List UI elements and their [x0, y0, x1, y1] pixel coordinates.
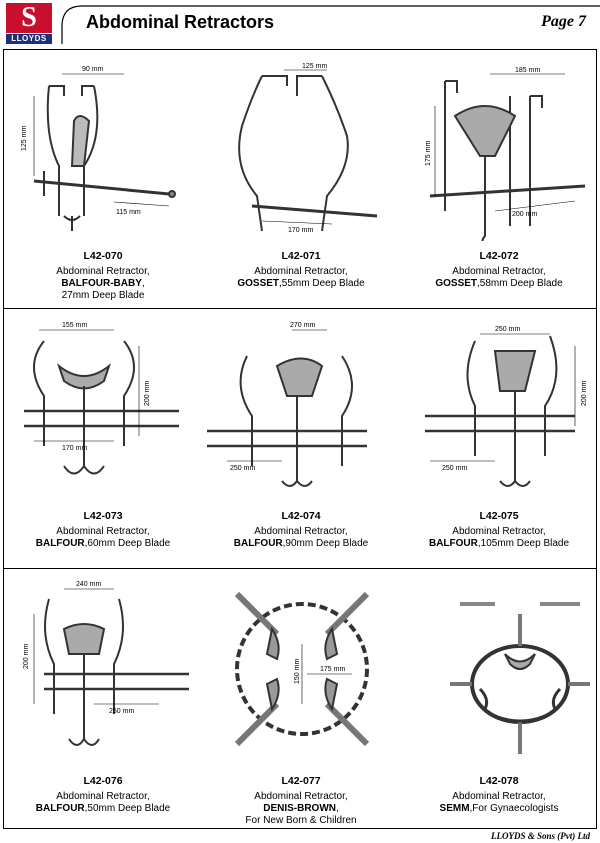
- product-spec: ,: [336, 803, 339, 814]
- product-type: Abdominal Retractor,: [452, 526, 546, 537]
- product-model: BALFOUR: [35, 538, 85, 549]
- product-image-l42-072: 185 mm 175 mm 200 mm: [400, 56, 598, 241]
- product-type: Abdominal Retractor,: [254, 791, 348, 802]
- product-image-l42-071: 125 mm 170 mm: [202, 56, 400, 241]
- dimension-label: 270 mm: [290, 322, 315, 329]
- dimension-label: 125 mm: [302, 63, 327, 70]
- product-image-l42-075: 250 mm 200 mm 250 mm: [400, 316, 598, 501]
- product-spec: ,For Gynaecologists: [469, 803, 559, 814]
- dimension-label: 115 mm: [116, 209, 141, 216]
- product-model: SEMM: [439, 803, 470, 814]
- product-caption: L42-071 Abdominal Retractor, GOSSET,55mm…: [202, 250, 400, 290]
- product-caption: L42-075 Abdominal Retractor, BALFOUR,105…: [400, 510, 598, 550]
- dimension-label: 185 mm: [515, 67, 540, 74]
- product-model: GOSSET: [237, 278, 280, 289]
- product-image-l42-078: [400, 574, 598, 764]
- product-spec: ,50mm Deep Blade: [84, 803, 171, 814]
- dimension-label: 170 mm: [62, 445, 87, 452]
- header-frame: [61, 5, 600, 44]
- product-code: L42-078: [479, 775, 519, 787]
- product-caption: L42-078 Abdominal Retractor, SEMM,For Gy…: [400, 775, 598, 815]
- dimension-label: 200 mm: [23, 644, 30, 669]
- dimension-label: 175 mm: [320, 666, 345, 673]
- product-type: Abdominal Retractor,: [56, 791, 150, 802]
- dimension-label: 155 mm: [62, 322, 87, 329]
- product-spec: ,105mm Deep Blade: [477, 538, 570, 549]
- footer-company: LLOYDS & Sons (Pvt) Ltd: [491, 831, 590, 841]
- dimension-label: 200 mm: [144, 381, 151, 406]
- product-image-l42-076: 240 mm 200 mm 250 mm: [4, 574, 202, 764]
- dimension-label: 250 mm: [442, 465, 467, 472]
- dimension-label: 240 mm: [76, 581, 101, 588]
- dimension-label: 200 mm: [581, 381, 588, 406]
- product-caption: L42-073 Abdominal Retractor, BALFOUR,60m…: [4, 510, 202, 550]
- product-spec: ,: [141, 278, 145, 289]
- product-caption: L42-072 Abdominal Retractor, GOSSET,58mm…: [400, 250, 598, 290]
- page-title: Abdominal Retractors: [86, 12, 275, 32]
- product-image-l42-077: 150 mm 175 mm: [202, 574, 400, 764]
- product-code: L42-072: [479, 250, 519, 262]
- dimension-label: 250 mm: [230, 465, 255, 472]
- product-image-l42-073: 155 mm 200 mm 170 mm: [4, 316, 202, 501]
- product-spec: ,55mm Deep Blade: [279, 278, 365, 289]
- logo-letter: S: [6, 3, 52, 33]
- product-type: Abdominal Retractor,: [56, 526, 150, 537]
- dimension-label: 170 mm: [288, 227, 313, 234]
- product-code: L42-074: [281, 510, 321, 522]
- product-spec: ,58mm Deep Blade: [477, 278, 563, 289]
- product-type: Abdominal Retractor,: [254, 266, 348, 277]
- product-spec: ,60mm Deep Blade: [84, 538, 171, 549]
- product-code: L42-071: [281, 250, 321, 262]
- dimension-label: 250 mm: [109, 708, 134, 715]
- product-model: BALFOUR: [233, 538, 283, 549]
- product-model: DENIS-BROWN: [263, 803, 336, 814]
- row-divider: [4, 308, 596, 309]
- lloyds-logo: S LLOYDS: [6, 3, 52, 44]
- product-caption: L42-077 Abdominal Retractor, DENIS-BROWN…: [202, 775, 400, 827]
- row-divider: [4, 568, 596, 569]
- product-caption: L42-074 Abdominal Retractor, BALFOUR,90m…: [202, 510, 400, 550]
- page-number: Page 7: [541, 13, 586, 30]
- product-type: Abdominal Retractor,: [56, 266, 150, 277]
- product-image-l42-074: 270 mm 250 mm: [202, 316, 400, 501]
- product-type: Abdominal Retractor,: [452, 266, 546, 277]
- dimension-label: 250 mm: [495, 326, 520, 333]
- product-model: BALFOUR-BABY: [61, 278, 142, 289]
- product-caption: L42-070 Abdominal Retractor, BALFOUR-BAB…: [4, 250, 202, 302]
- dimension-label: 150 mm: [294, 659, 301, 684]
- dimension-label: 175 mm: [425, 141, 432, 166]
- catalog-grid: 90 mm 125 mm 115 mm L42-070 Abdominal Re…: [3, 49, 597, 829]
- product-code: L42-073: [83, 510, 123, 522]
- product-code: L42-076: [83, 775, 123, 787]
- product-caption: L42-076 Abdominal Retractor, BALFOUR,50m…: [4, 775, 202, 815]
- product-type: Abdominal Retractor,: [254, 526, 348, 537]
- dimension-label: 90 mm: [82, 66, 104, 73]
- product-type: Abdominal Retractor,: [452, 791, 546, 802]
- product-spec: ,90mm Deep Blade: [282, 538, 369, 549]
- dimension-label: 200 mm: [512, 211, 537, 218]
- product-code: L42-075: [479, 510, 519, 522]
- product-note: For New Born & Children: [245, 815, 357, 826]
- product-note: 27mm Deep Blade: [61, 290, 145, 301]
- dimension-label: 125 mm: [21, 126, 28, 151]
- logo-name: LLOYDS: [6, 34, 52, 44]
- product-model: BALFOUR: [35, 803, 85, 814]
- product-image-l42-070: 90 mm 125 mm 115 mm: [4, 56, 202, 241]
- product-code: L42-077: [281, 775, 321, 787]
- product-model: BALFOUR: [428, 538, 478, 549]
- product-model: GOSSET: [435, 278, 478, 289]
- product-code: L42-070: [83, 250, 123, 262]
